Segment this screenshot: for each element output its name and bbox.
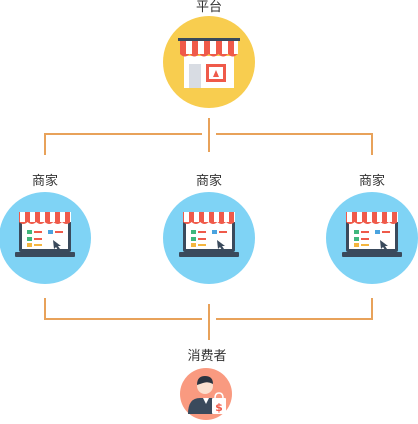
merchant-label-3: 商家 bbox=[358, 174, 386, 189]
merchant-label-2: 商家 bbox=[195, 174, 223, 189]
merchant-label-1: 商家 bbox=[31, 174, 59, 189]
laptop-shop-icon bbox=[342, 212, 402, 257]
storefront-icon bbox=[178, 38, 240, 88]
merchant-node-3 bbox=[326, 192, 418, 284]
platform-node bbox=[163, 16, 255, 108]
consumer-node: $ bbox=[180, 368, 232, 420]
bottom-connector bbox=[44, 298, 373, 340]
consumer-label: 消费者 bbox=[187, 349, 227, 364]
platform-label: 平台 bbox=[195, 0, 223, 15]
shopper-icon: $ bbox=[188, 376, 226, 414]
dollar-badge: $ bbox=[215, 401, 223, 414]
top-connector bbox=[44, 118, 373, 155]
merchant-node-2 bbox=[163, 192, 255, 284]
merchant-node-1 bbox=[0, 192, 91, 284]
laptop-shop-icon bbox=[15, 212, 75, 257]
laptop-shop-icon bbox=[179, 212, 239, 257]
